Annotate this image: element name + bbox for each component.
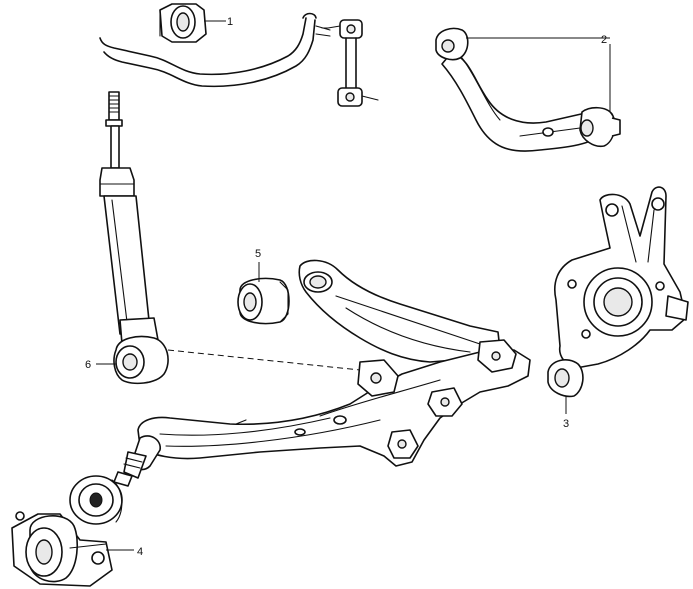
trailing-arm-bushing <box>237 277 290 325</box>
callout-1: 1 <box>227 16 233 28</box>
knuckle-bushing <box>547 359 584 398</box>
callout-5: 5 <box>255 248 261 260</box>
shock-absorber <box>99 91 169 385</box>
leader-lines <box>96 20 615 551</box>
callout-6: 6 <box>85 359 91 371</box>
trailing-arm-mount <box>11 511 113 587</box>
trailing-arm <box>137 339 531 467</box>
ball-joint-stud <box>113 435 161 487</box>
bushing-washer <box>69 475 123 525</box>
callout-4: 4 <box>137 546 143 558</box>
stabilizer-link <box>321 19 379 107</box>
lower-control-arm <box>298 259 501 363</box>
steering-knuckle <box>554 186 689 369</box>
alignment-dashed-line <box>167 349 361 371</box>
callout-3: 3 <box>563 418 569 430</box>
callout-2: 2 <box>601 34 607 46</box>
upper-control-arm <box>435 27 621 152</box>
stabilizer-bar <box>99 12 331 88</box>
stabilizer-bushing <box>159 3 207 43</box>
